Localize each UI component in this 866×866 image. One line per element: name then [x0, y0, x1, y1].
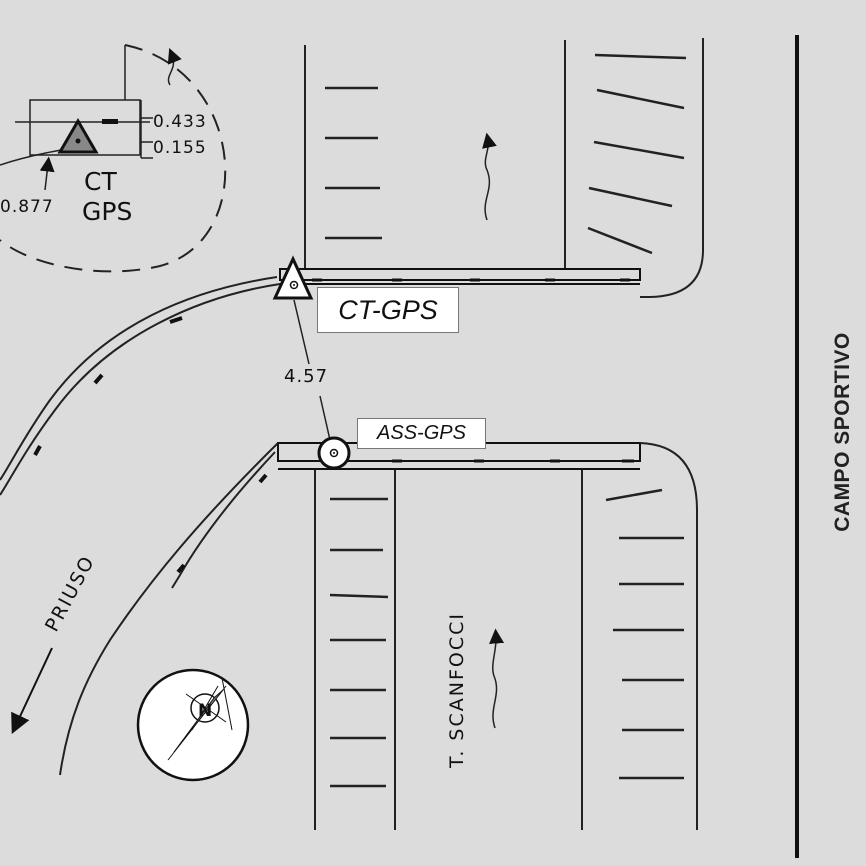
sports-field-label: CAMPO SPORTIVO: [831, 332, 854, 532]
ass-gps-circle-icon: [317, 436, 351, 470]
compass-icon: N: [136, 668, 250, 782]
road-label-middle: T. SCANFOCCI: [446, 612, 468, 769]
upper-curb: [279, 268, 641, 285]
ct-gps-triangle-icon: [272, 255, 314, 300]
ass-gps-label: ASS-GPS: [357, 418, 486, 449]
detail-inset: [0, 44, 227, 273]
inset-dim-bottom: 0.155: [153, 138, 207, 158]
inset-station-label-gps: GPS: [82, 197, 132, 226]
inset-station-label-ct: CT: [84, 167, 117, 196]
distance-label: 4.57: [284, 366, 328, 387]
compass-north-letter: N: [198, 701, 212, 721]
road-label-left: PRIUSO: [41, 552, 99, 636]
distance-line-upper: [293, 299, 310, 365]
lower-parking-stall-marks: [329, 488, 684, 788]
upper-flow-arrow: [482, 132, 497, 221]
ct-gps-label: CT-GPS: [317, 287, 459, 333]
road-direction-arrow: [11, 647, 53, 735]
curved-road: [0, 276, 281, 776]
inset-triangle-icon: [57, 118, 99, 154]
curved-road-dashes: [33, 316, 268, 574]
upper-parking-stall-marks: [325, 53, 687, 255]
lower-flow-arrow: [489, 628, 505, 729]
inset-dim-left: 0.877: [0, 197, 54, 217]
lower-parking-block: [314, 442, 698, 830]
inset-dim-top: 0.433: [153, 112, 207, 132]
distance-line-lower: [319, 395, 331, 441]
upper-parking-block: [304, 38, 704, 298]
